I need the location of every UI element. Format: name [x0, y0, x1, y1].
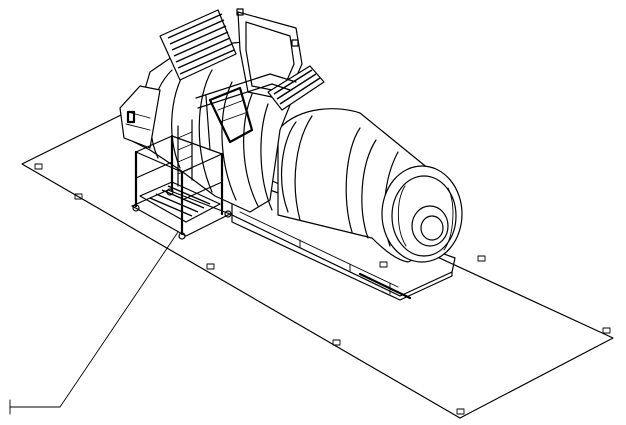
- nacelle-panel: [126, 110, 136, 124]
- plate-tab: [602, 327, 611, 334]
- door-hinge: [291, 39, 299, 47]
- plate-tab: [34, 163, 43, 170]
- caster-wheel: [178, 232, 186, 240]
- plate-tab: [206, 263, 215, 270]
- cowl-doors: [159, 8, 325, 151]
- plate-tab: [74, 193, 83, 200]
- caster-wheel: [166, 188, 174, 196]
- floor-plate: [21, 112, 614, 419]
- plate-tab: [477, 255, 486, 262]
- plate-tab: [332, 339, 341, 346]
- caster-wheel: [132, 204, 140, 212]
- plate-tab: [456, 408, 465, 415]
- engine-casing-rear: [277, 108, 463, 263]
- caster-wheel: [224, 210, 232, 218]
- access-platform: [131, 119, 232, 240]
- door-hinge: [236, 8, 244, 16]
- plate-tab: [379, 261, 388, 268]
- callout-leader: [9, 231, 179, 415]
